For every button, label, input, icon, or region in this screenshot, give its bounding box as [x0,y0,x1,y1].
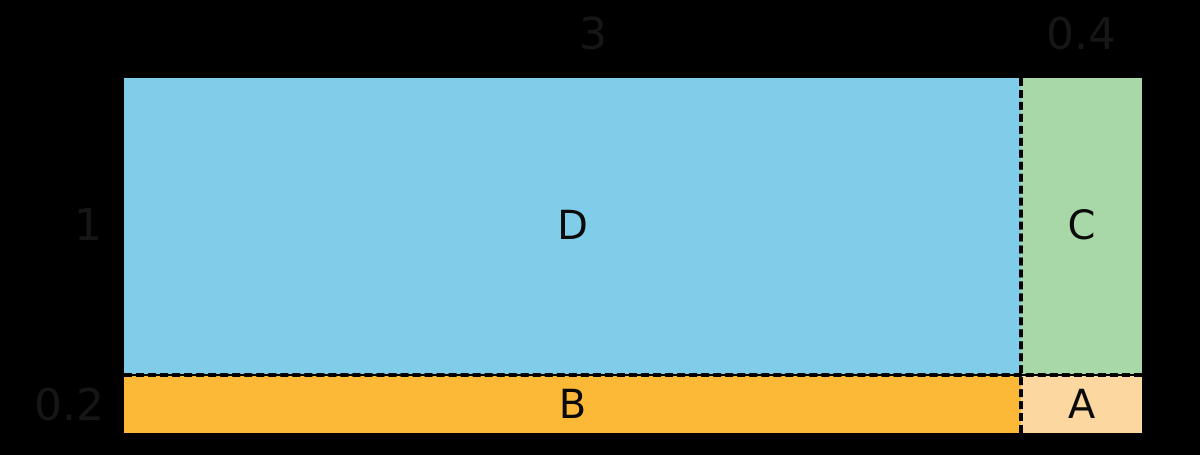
vertical-dashed-separator [1019,78,1023,433]
mosaic-cell-d[interactable]: D [124,78,1021,374]
mosaic-grid: D C B A [124,78,1142,433]
mosaic-cell-b[interactable]: B [124,376,1021,433]
mosaic-cell-b-label: B [558,381,587,428]
column-width-label-left: 3 [579,9,607,60]
row-height-label-top: 1 [74,200,102,251]
mosaic-cell-d-label: D [557,203,588,249]
mosaic-cell-a-label: A [1067,381,1096,428]
mosaic-cell-c-label: C [1067,203,1096,249]
mosaic-cell-c[interactable]: C [1021,78,1142,374]
row-height-label-bottom: 0.2 [34,380,104,431]
horizontal-dashed-separator [124,373,1142,377]
column-width-label-right: 0.4 [1046,9,1116,60]
mosaic-cell-a[interactable]: A [1021,376,1142,433]
